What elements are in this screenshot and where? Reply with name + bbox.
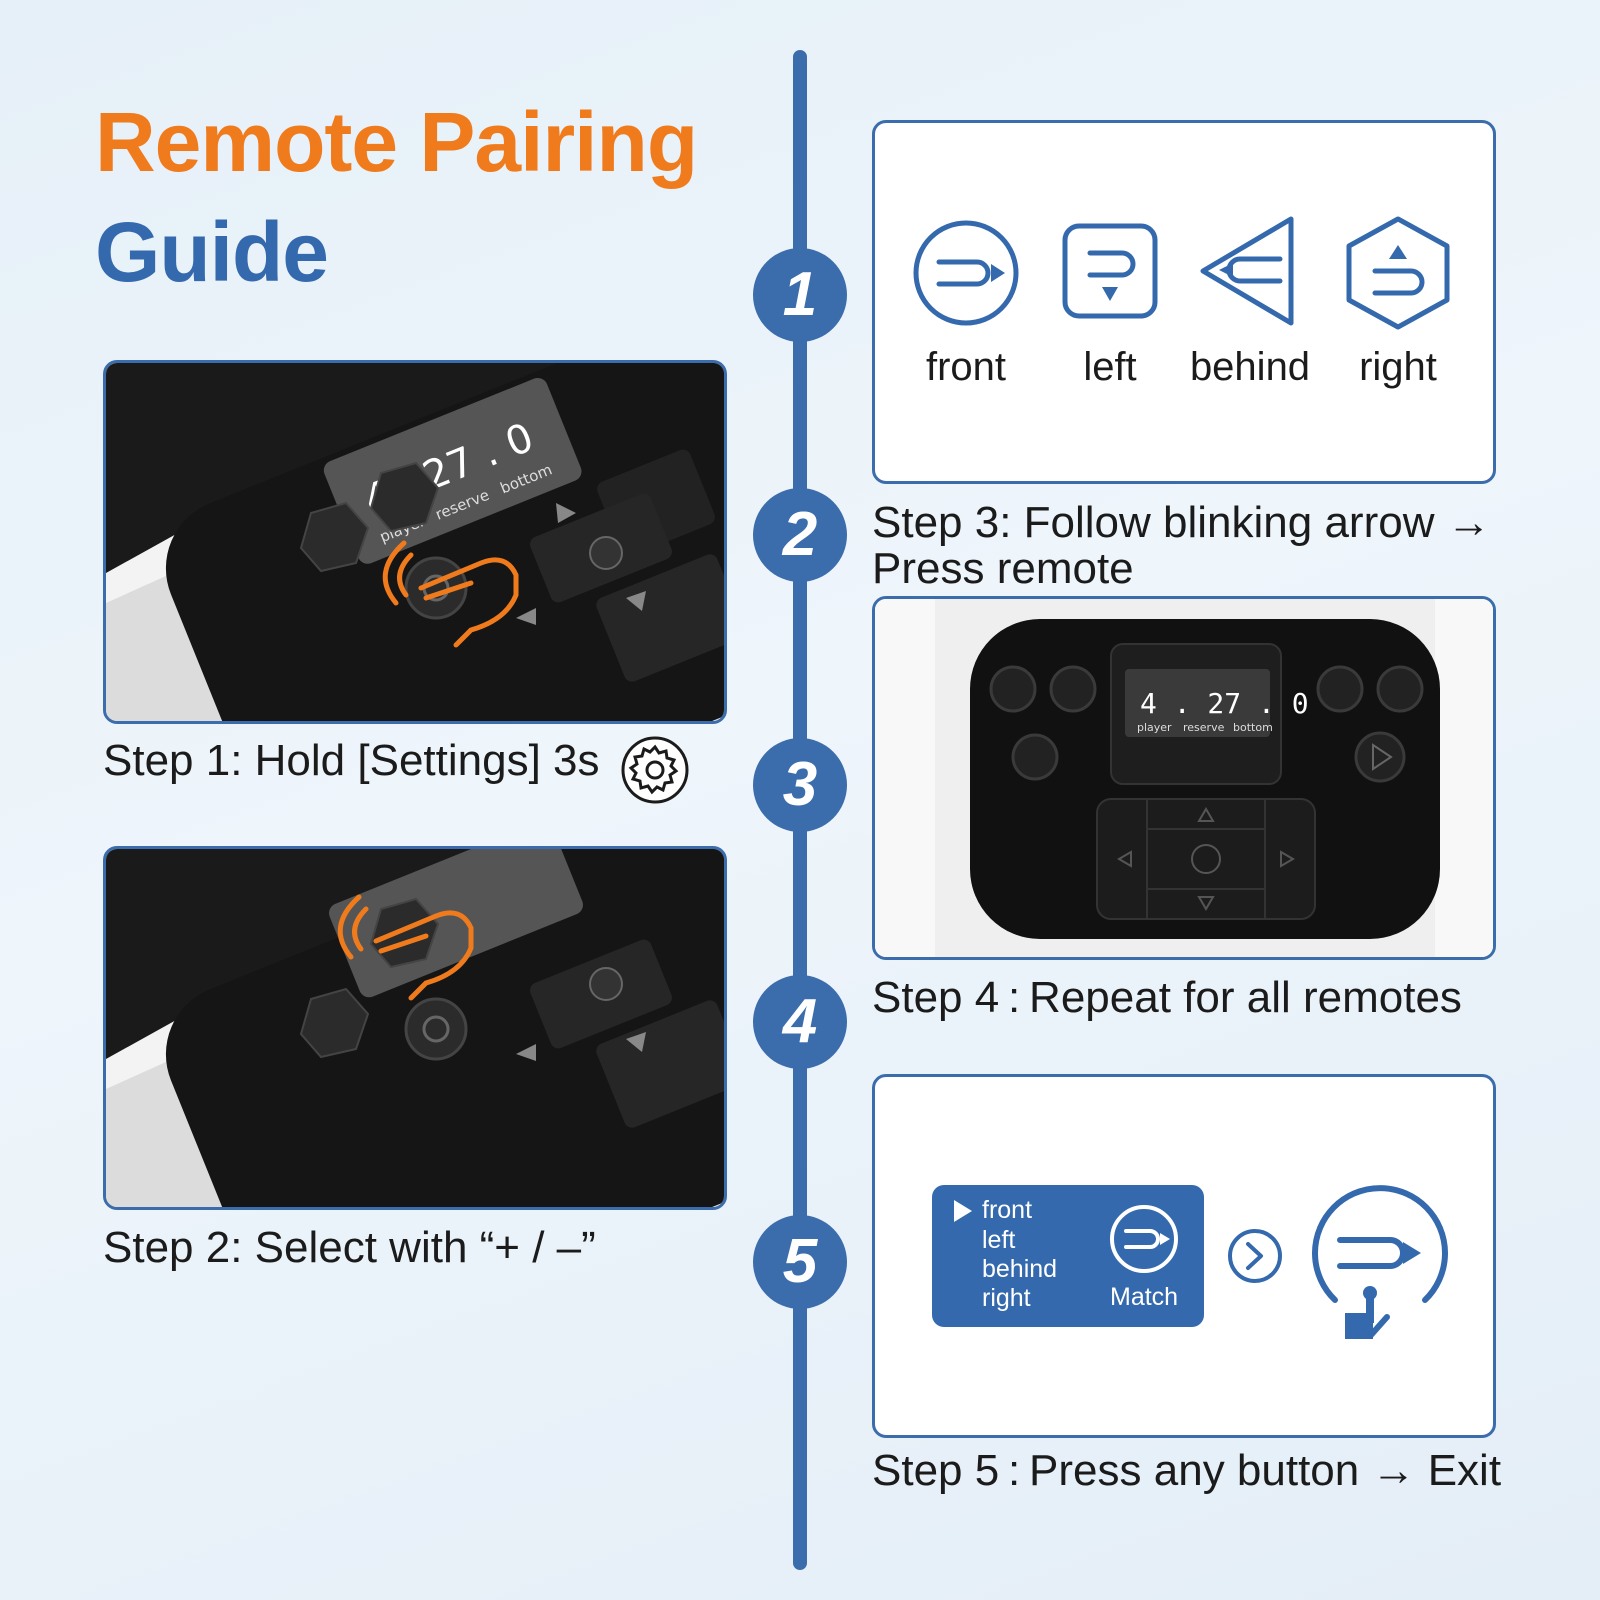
controller-label-reserve: reserve: [1183, 721, 1225, 734]
step-number-2: 2: [753, 488, 847, 582]
step2-photo: [103, 846, 727, 1210]
match-icon: [1110, 1205, 1178, 1273]
press-button-icon: [1312, 1185, 1448, 1339]
controller-photo: 4 . 27 . 0 player reserve bottom: [872, 596, 1496, 960]
next-chevron-icon: [1228, 1229, 1282, 1283]
direction-label-left: left: [1083, 345, 1137, 389]
step-number-1: 1: [753, 248, 847, 342]
menu-item-behind[interactable]: behind: [982, 1255, 1058, 1283]
front-arrow-icon: [913, 220, 1019, 326]
step1-caption: Step 1: Hold [Settings] 3s: [103, 736, 600, 785]
direction-label-right: right: [1359, 345, 1437, 389]
tap-hand-icon: [337, 894, 474, 1001]
minus-button[interactable]: [989, 665, 1037, 713]
menu-item-right[interactable]: right: [982, 1284, 1031, 1312]
direction-panel: front left behind right: [872, 120, 1496, 484]
page-subtitle: Guide: [95, 205, 329, 299]
match-label: Match: [1110, 1283, 1179, 1311]
step3-caption: Step 3: Follow blinking arrow → Press re…: [872, 498, 1491, 594]
page-title: Remote Pairing: [95, 95, 698, 189]
controller-label-player: player: [1137, 721, 1172, 734]
step1-text: Step 1: Hold [Settings] 3s: [103, 736, 600, 785]
controller-label-bottom: bottom: [1233, 721, 1273, 734]
tap-hand-icon: [382, 540, 519, 648]
power-button[interactable]: [1376, 665, 1424, 713]
step3-text-line2: Press remote: [872, 544, 1134, 594]
direction-label-front: front: [925, 345, 1007, 389]
step-number-3: 3: [753, 738, 847, 832]
menu-item-front[interactable]: front: [982, 1196, 1033, 1224]
cycle-button[interactable]: [1316, 665, 1364, 713]
step4-caption: Step 4 : Repeat for all remotes: [872, 973, 1462, 1022]
step2-caption: Step 2: Select with “+ / –”: [103, 1223, 596, 1272]
step3-text-line1: Step 3: Follow blinking arrow →: [872, 498, 1491, 547]
plus-button[interactable]: [1049, 665, 1097, 713]
behind-arrow-icon: [1200, 216, 1294, 326]
settings-button[interactable]: [1011, 733, 1059, 781]
play-button[interactable]: [1354, 731, 1406, 783]
settings-gear-icon: [621, 736, 689, 804]
step1-photo: 4 . 27 . 0 player reserve bottom: [103, 360, 727, 724]
right-arrow-icon: [1346, 216, 1450, 330]
step-number-4: 4: [753, 975, 847, 1069]
step-number-5: 5: [753, 1215, 847, 1309]
step5-caption: Step 5 : Press any button → Exit: [872, 1446, 1502, 1495]
controller-display-digits: 4 . 27 . 0: [1140, 687, 1309, 720]
pairing-menu: front left behind right Match: [932, 1185, 1204, 1327]
menu-item-left[interactable]: left: [982, 1226, 1016, 1254]
menu-cursor-icon: [954, 1200, 972, 1222]
left-arrow-icon: [1062, 223, 1158, 319]
direction-label-behind: behind: [1189, 345, 1311, 389]
